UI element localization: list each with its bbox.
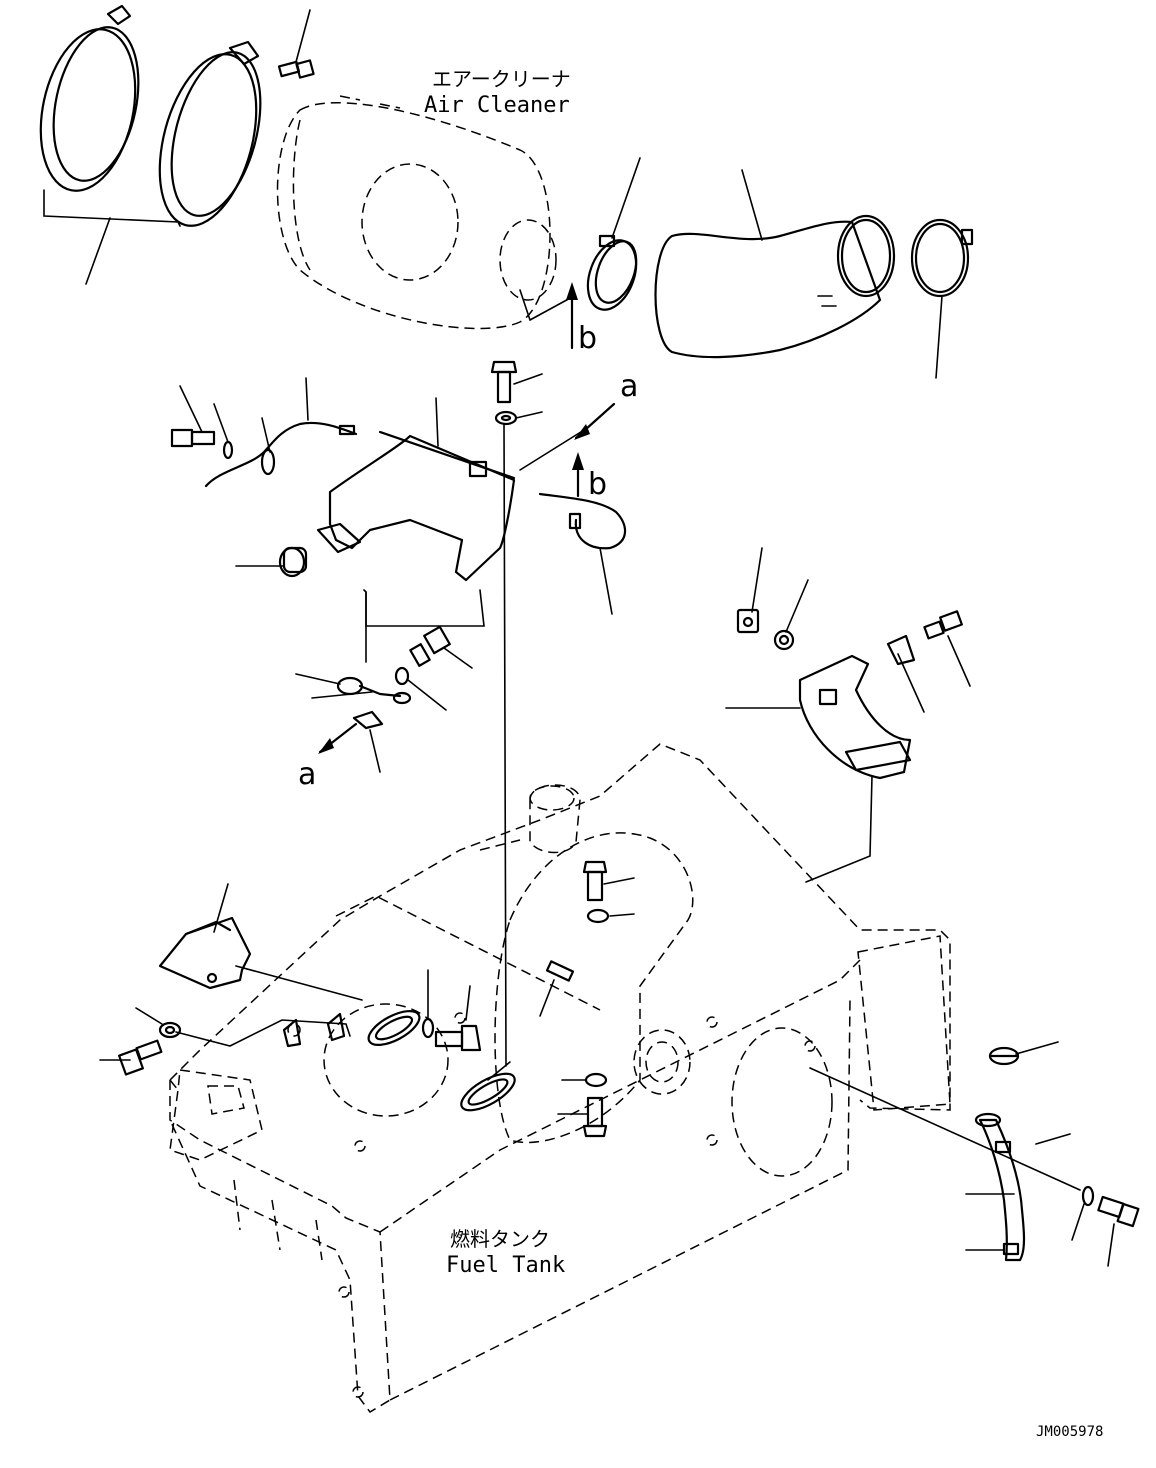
fuel-tank-label-en: Fuel Tank <box>446 1253 565 1278</box>
leader-bands <box>43 189 181 227</box>
air-cleaner <box>276 95 557 330</box>
air-cleaner-label-en: Air Cleaner <box>424 93 570 118</box>
arrow-a-top <box>574 402 616 440</box>
fuel-tank <box>169 743 951 1413</box>
marker-a-bottom: a <box>298 757 316 792</box>
bolt-far-left <box>118 1039 163 1076</box>
drawing-code: JM005978 <box>1036 1424 1103 1440</box>
hose-clip-mid <box>994 1140 1012 1154</box>
bolt-center-top <box>490 360 518 426</box>
sensor-wire-right <box>538 492 627 550</box>
arrow-a-bottom <box>318 722 358 754</box>
bolt-tank-center <box>421 1017 482 1052</box>
bolt-right-top <box>923 610 963 640</box>
ring-clamp-right <box>910 218 974 298</box>
gasket-right <box>460 1072 516 1112</box>
cover-left <box>158 916 252 990</box>
small-clip <box>352 710 384 730</box>
sensor-wire-left <box>204 421 358 488</box>
nut-right <box>773 629 795 651</box>
fuel-tank-label-jp: 燃料タンク <box>450 1227 550 1251</box>
marker-b-top: b <box>578 321 597 356</box>
bolt-left <box>170 428 234 460</box>
marker-b-middle: b <box>588 467 607 502</box>
clamp-band-right <box>158 40 262 227</box>
bolt-far-right <box>1097 1195 1140 1228</box>
breather-hose <box>974 1112 1026 1262</box>
gasket-left <box>367 1010 421 1046</box>
marker-a-top: a <box>620 369 638 404</box>
bolt-tank-bottom <box>582 1072 608 1138</box>
arrow-b-middle <box>572 452 584 498</box>
bolt-top <box>277 59 315 79</box>
ring-terminal <box>336 676 412 705</box>
arrow-b-top <box>566 282 578 350</box>
hose-clip-bottom <box>1002 1242 1020 1256</box>
bolt-mid-small <box>409 625 451 667</box>
clamp-band-left <box>39 4 140 192</box>
knob-left <box>278 546 308 578</box>
clip-small-left <box>282 1012 346 1048</box>
hose-clamp-small <box>586 234 638 311</box>
washer-right <box>1081 1185 1095 1207</box>
clip-plate <box>736 608 760 634</box>
bolt-tank-top <box>582 860 610 924</box>
clip-right <box>886 634 916 666</box>
washer-left <box>158 1021 182 1039</box>
indicator-bracket <box>316 430 516 582</box>
air-cleaner-label-jp: エアークリーナ <box>432 67 571 91</box>
heat-shield-bracket <box>798 654 912 780</box>
hose-clamp-top-right <box>988 1046 1020 1066</box>
elbow-hose <box>654 214 896 359</box>
pin-clip <box>545 960 575 982</box>
